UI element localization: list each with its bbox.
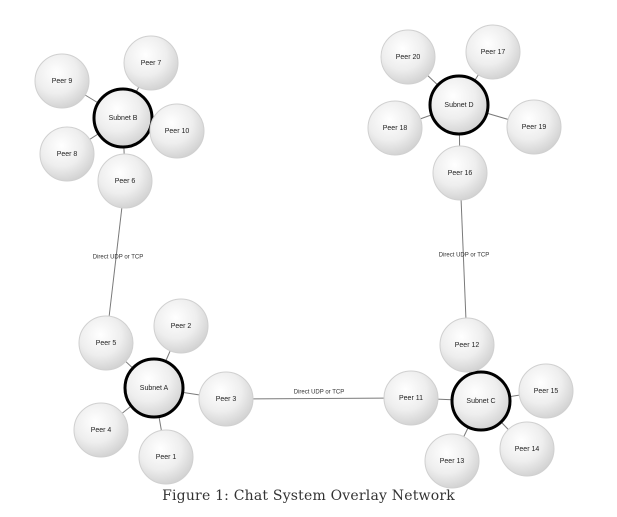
node-peer-13: Peer 13	[424, 433, 480, 489]
peer-12-label: Peer 12	[455, 342, 480, 349]
node-peer-1: Peer 1	[138, 429, 194, 485]
peer-5-circle	[78, 315, 134, 371]
peer-11-label: Peer 11	[399, 395, 423, 402]
peer-8-label: Peer 8	[57, 151, 78, 158]
node-peer-3: Peer 3	[198, 371, 254, 427]
node-peer-8: Peer 8	[39, 126, 95, 182]
node-subnet-d: Subnet D	[428, 74, 490, 136]
node-peer-4: Peer 4	[73, 402, 129, 458]
subnet-b-circle	[92, 87, 154, 149]
peer-12-circle	[439, 317, 495, 373]
peer-17-circle	[465, 24, 521, 80]
peer-4-label: Peer 4	[91, 427, 112, 434]
peer-3-circle	[198, 371, 254, 427]
peer-20-label: Peer 20	[396, 54, 421, 61]
node-peer-6: Peer 6	[97, 153, 153, 209]
subnet-b-label: Subnet B	[109, 115, 138, 122]
peer-10-label: Peer 10	[165, 128, 190, 135]
peer-9-circle	[34, 53, 90, 109]
peer-14-circle	[499, 421, 555, 477]
node-peer-18: Peer 18	[367, 100, 423, 156]
peer-8-circle	[39, 126, 95, 182]
subnet-c-label: Subnet C	[466, 398, 495, 405]
nodes-layer: Subnet B Peer 9 Peer 7 Peer 10 Peer 8 Peer 6 S…	[34, 24, 574, 489]
node-peer-15: Peer 15	[518, 363, 574, 419]
peer-11-circle	[383, 370, 439, 426]
subnet-c-circle	[450, 370, 512, 432]
peer-9-label: Peer 9	[52, 78, 73, 85]
peer-18-circle	[367, 100, 423, 156]
peer-10-circle	[149, 103, 205, 159]
peer-6-circle	[97, 153, 153, 209]
peer-13-circle	[424, 433, 480, 489]
peer-4-circle	[73, 402, 129, 458]
peer-7-circle	[123, 35, 179, 91]
peer-2-label: Peer 2	[171, 323, 192, 330]
peer-18-label: Peer 18	[383, 125, 408, 132]
node-peer-11: Peer 11	[383, 370, 439, 426]
peer-5-label: Peer 5	[96, 340, 117, 347]
figure-caption: Figure 1: Chat System Overlay Network	[162, 488, 455, 504]
peer-14-label: Peer 14	[515, 446, 540, 453]
peer-19-circle	[506, 99, 562, 155]
subnet-a-circle	[123, 357, 185, 419]
peer-7-label: Peer 7	[141, 60, 162, 67]
peer-6-label: Peer 6	[115, 178, 136, 185]
peer-13-label: Peer 13	[440, 458, 465, 465]
peer-1-circle	[138, 429, 194, 485]
edge-labels-layer: Direct UDP or TCP Direct UDP or TCP Direct…	[93, 253, 489, 396]
node-subnet-a: Subnet A	[123, 357, 185, 419]
peer-19-label: Peer 19	[522, 124, 547, 131]
node-peer-2: Peer 2	[153, 298, 209, 354]
edge-label-peer-3-to-peer-11: Direct UDP or TCP	[294, 390, 344, 396]
node-peer-20: Peer 20	[380, 29, 436, 85]
node-peer-12: Peer 12	[439, 317, 495, 373]
peer-15-label: Peer 15	[534, 388, 559, 395]
edge-peer-16-to-peer-12	[459, 172, 468, 346]
subnet-a-label: Subnet A	[140, 385, 169, 392]
node-peer-9: Peer 9	[34, 53, 90, 109]
node-peer-19: Peer 19	[506, 99, 562, 155]
node-peer-14: Peer 14	[499, 421, 555, 477]
peer-20-circle	[380, 29, 436, 85]
node-peer-10: Peer 10	[149, 103, 205, 159]
node-subnet-c: Subnet C	[450, 370, 512, 432]
edge-peer-3-to-peer-11	[225, 397, 412, 400]
node-peer-5: Peer 5	[78, 315, 134, 371]
subnet-d-label: Subnet D	[444, 102, 473, 109]
node-peer-17: Peer 17	[465, 24, 521, 80]
peer-3-label: Peer 3	[216, 396, 237, 403]
peer-16-label: Peer 16	[448, 170, 473, 177]
peer-2-circle	[153, 298, 209, 354]
node-subnet-b: Subnet B	[92, 87, 154, 149]
edge-label-peer-6-to-peer-5: Direct UDP or TCP	[93, 255, 143, 261]
node-peer-16: Peer 16	[432, 145, 488, 201]
peer-17-label: Peer 17	[481, 49, 506, 56]
peer-15-circle	[518, 363, 574, 419]
edge-label-peer-16-to-peer-12: Direct UDP or TCP	[439, 253, 489, 259]
node-peer-7: Peer 7	[123, 35, 179, 91]
peer-16-circle	[432, 145, 488, 201]
subnet-d-circle	[428, 74, 490, 136]
peer-1-label: Peer 1	[156, 454, 177, 461]
